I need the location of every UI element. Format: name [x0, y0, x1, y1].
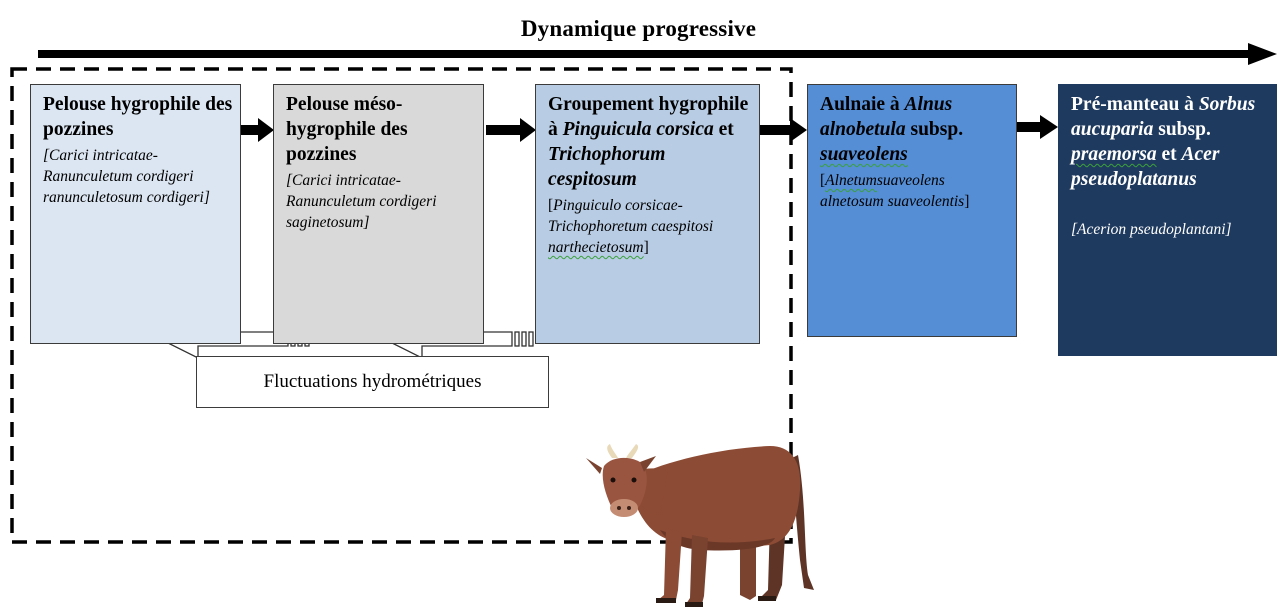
progression-arrow — [38, 43, 1277, 65]
taxon-name: Acer pseudoplatanus — [1071, 143, 1220, 190]
community-box-1: Pelouse hygrophile des pozzines [Carici … — [30, 84, 241, 344]
heading-text: subsp. — [1158, 118, 1211, 140]
heading-text: et — [1161, 143, 1177, 165]
community-box-3: Groupement hygrophile à Pinguicula corsi… — [535, 84, 760, 344]
forward-arrow-1-2 — [226, 118, 274, 142]
forward-arrow-3-4 — [760, 118, 807, 142]
community-heading: Groupement hygrophile à Pinguicula corsi… — [548, 93, 753, 193]
taxon-name: Alnus alnobetula — [820, 94, 953, 140]
fluctuation-label: Fluctuations hydrométriques — [196, 356, 549, 408]
community-syntaxon: [Carici intricatae-Ranunculetum cordiger… — [286, 171, 437, 232]
syntaxon-text: Pinguiculo corsicae-Trichophoretum caesp… — [548, 196, 714, 235]
community-syntaxon: [Carici intricatae-Ranunculetum cordiger… — [43, 146, 210, 207]
diagram-title: Dynamique progressive — [520, 16, 757, 41]
heading-text: Aulnaie à — [820, 94, 900, 115]
community-heading: Pré-manteau à Sorbus aucuparia subsp. pr… — [1071, 93, 1270, 193]
heading-text: subsp. — [910, 118, 964, 140]
community-heading: Aulnaie à Alnus alnobetula subsp. suaveo… — [820, 93, 1010, 168]
community-heading: Pelouse hygrophile des pozzines — [43, 94, 233, 140]
taxon-name: suaveolens — [820, 143, 908, 165]
forward-arrow-2-3 — [486, 118, 536, 142]
forward-arrow-4-5 — [1017, 115, 1058, 139]
community-heading: Pelouse méso-hygrophile des pozzines — [286, 94, 408, 165]
community-box-4: Aulnaie à Alnus alnobetula subsp. suaveo… — [807, 84, 1017, 337]
cow-illustration — [586, 444, 814, 607]
community-syntaxon: [Acerion pseudoplantani] — [1071, 220, 1232, 238]
community-syntaxon: [Alnetumsuaveolens alnetosum suaveolenti… — [820, 171, 970, 210]
community-box-5: Pré-manteau à Sorbus aucuparia subsp. pr… — [1058, 84, 1277, 356]
taxon-name: Sorbus aucuparia — [1071, 94, 1256, 140]
taxon-name: Trichophorum cespitosum — [548, 143, 666, 190]
heading-text: Groupement hygrophile à — [548, 94, 749, 140]
grazing-zone-frame — [10, 67, 793, 544]
taxon-name: praemorsa — [1071, 143, 1157, 165]
heading-text: Pré-manteau à — [1071, 94, 1194, 115]
syntaxon-text: Alnetum — [825, 171, 877, 189]
syntaxon-text: narthecietosum — [548, 238, 644, 256]
heading-text: et — [718, 118, 734, 140]
community-box-2: Pelouse méso-hygrophile des pozzines [Ca… — [273, 84, 484, 344]
community-syntaxon: [Pinguiculo corsicae-Trichophoretum caes… — [548, 196, 714, 256]
taxon-name: Pinguicula corsica — [562, 118, 714, 140]
syntaxon-text: suaveolens alnetosum suaveolentis — [820, 171, 965, 210]
